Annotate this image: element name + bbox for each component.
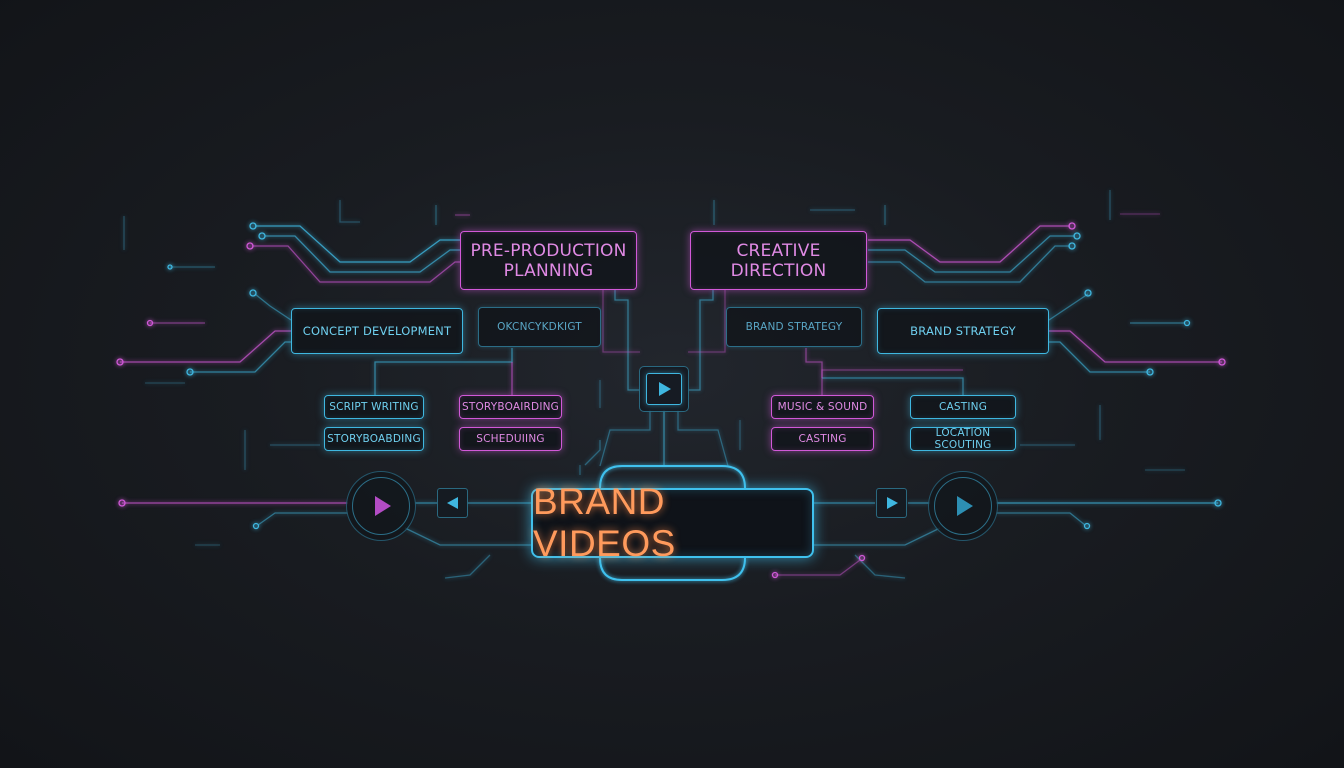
pre-production-line1: PRE-PRODUCTION xyxy=(470,240,627,261)
concept-development-box: CONCEPT DEVELOPMENT xyxy=(291,308,463,354)
pre-production-line2: PLANNING xyxy=(503,260,594,281)
right-play-ring xyxy=(934,477,992,535)
fast-forward-icon xyxy=(886,497,898,509)
casting-box-1: CASTING xyxy=(910,395,1016,419)
scheduling-box: SCHEDUIING xyxy=(459,427,562,451)
music-sound-box: MUSIC & SOUND xyxy=(771,395,874,419)
fast-forward-button[interactable] xyxy=(876,488,907,518)
creative-direction-line2: DIRECTION xyxy=(730,260,827,281)
storyboarding-box-1: STORYBOAIRDING xyxy=(459,395,562,419)
right-play-button[interactable] xyxy=(928,471,998,541)
rewind-button[interactable] xyxy=(437,488,468,518)
creative-direction-line1: CREATIVE xyxy=(736,240,821,261)
play-icon xyxy=(957,496,973,516)
creative-direction-box: CREATIVE DIRECTION xyxy=(690,231,867,290)
pre-production-planning-box: PRE-PRODUCTION PLANNING xyxy=(460,231,637,290)
brand-strategy-box-2: BRAND STRATEGY xyxy=(877,308,1049,354)
storyboarding-box-2: STORYBOABDING xyxy=(324,427,424,451)
play-icon xyxy=(659,382,671,396)
center-play-button[interactable] xyxy=(639,366,689,412)
brand-videos-title: BRAND VIDEOS xyxy=(531,481,814,564)
brand-strategy-box-1: BRAND STRATEGY xyxy=(726,307,862,347)
script-writing-box: SCRIPT WRITING xyxy=(324,395,424,419)
center-play-inner xyxy=(646,373,682,405)
casting-box-2: CASTING xyxy=(771,427,874,451)
location-scouting-box: LOCATION SCOUTING xyxy=(910,427,1016,451)
play-icon xyxy=(375,496,391,516)
left-play-ring xyxy=(352,477,410,535)
left-play-button[interactable] xyxy=(346,471,416,541)
garbled-label-box: OKCNCYKDKIGT xyxy=(478,307,601,347)
rewind-icon xyxy=(446,497,458,509)
